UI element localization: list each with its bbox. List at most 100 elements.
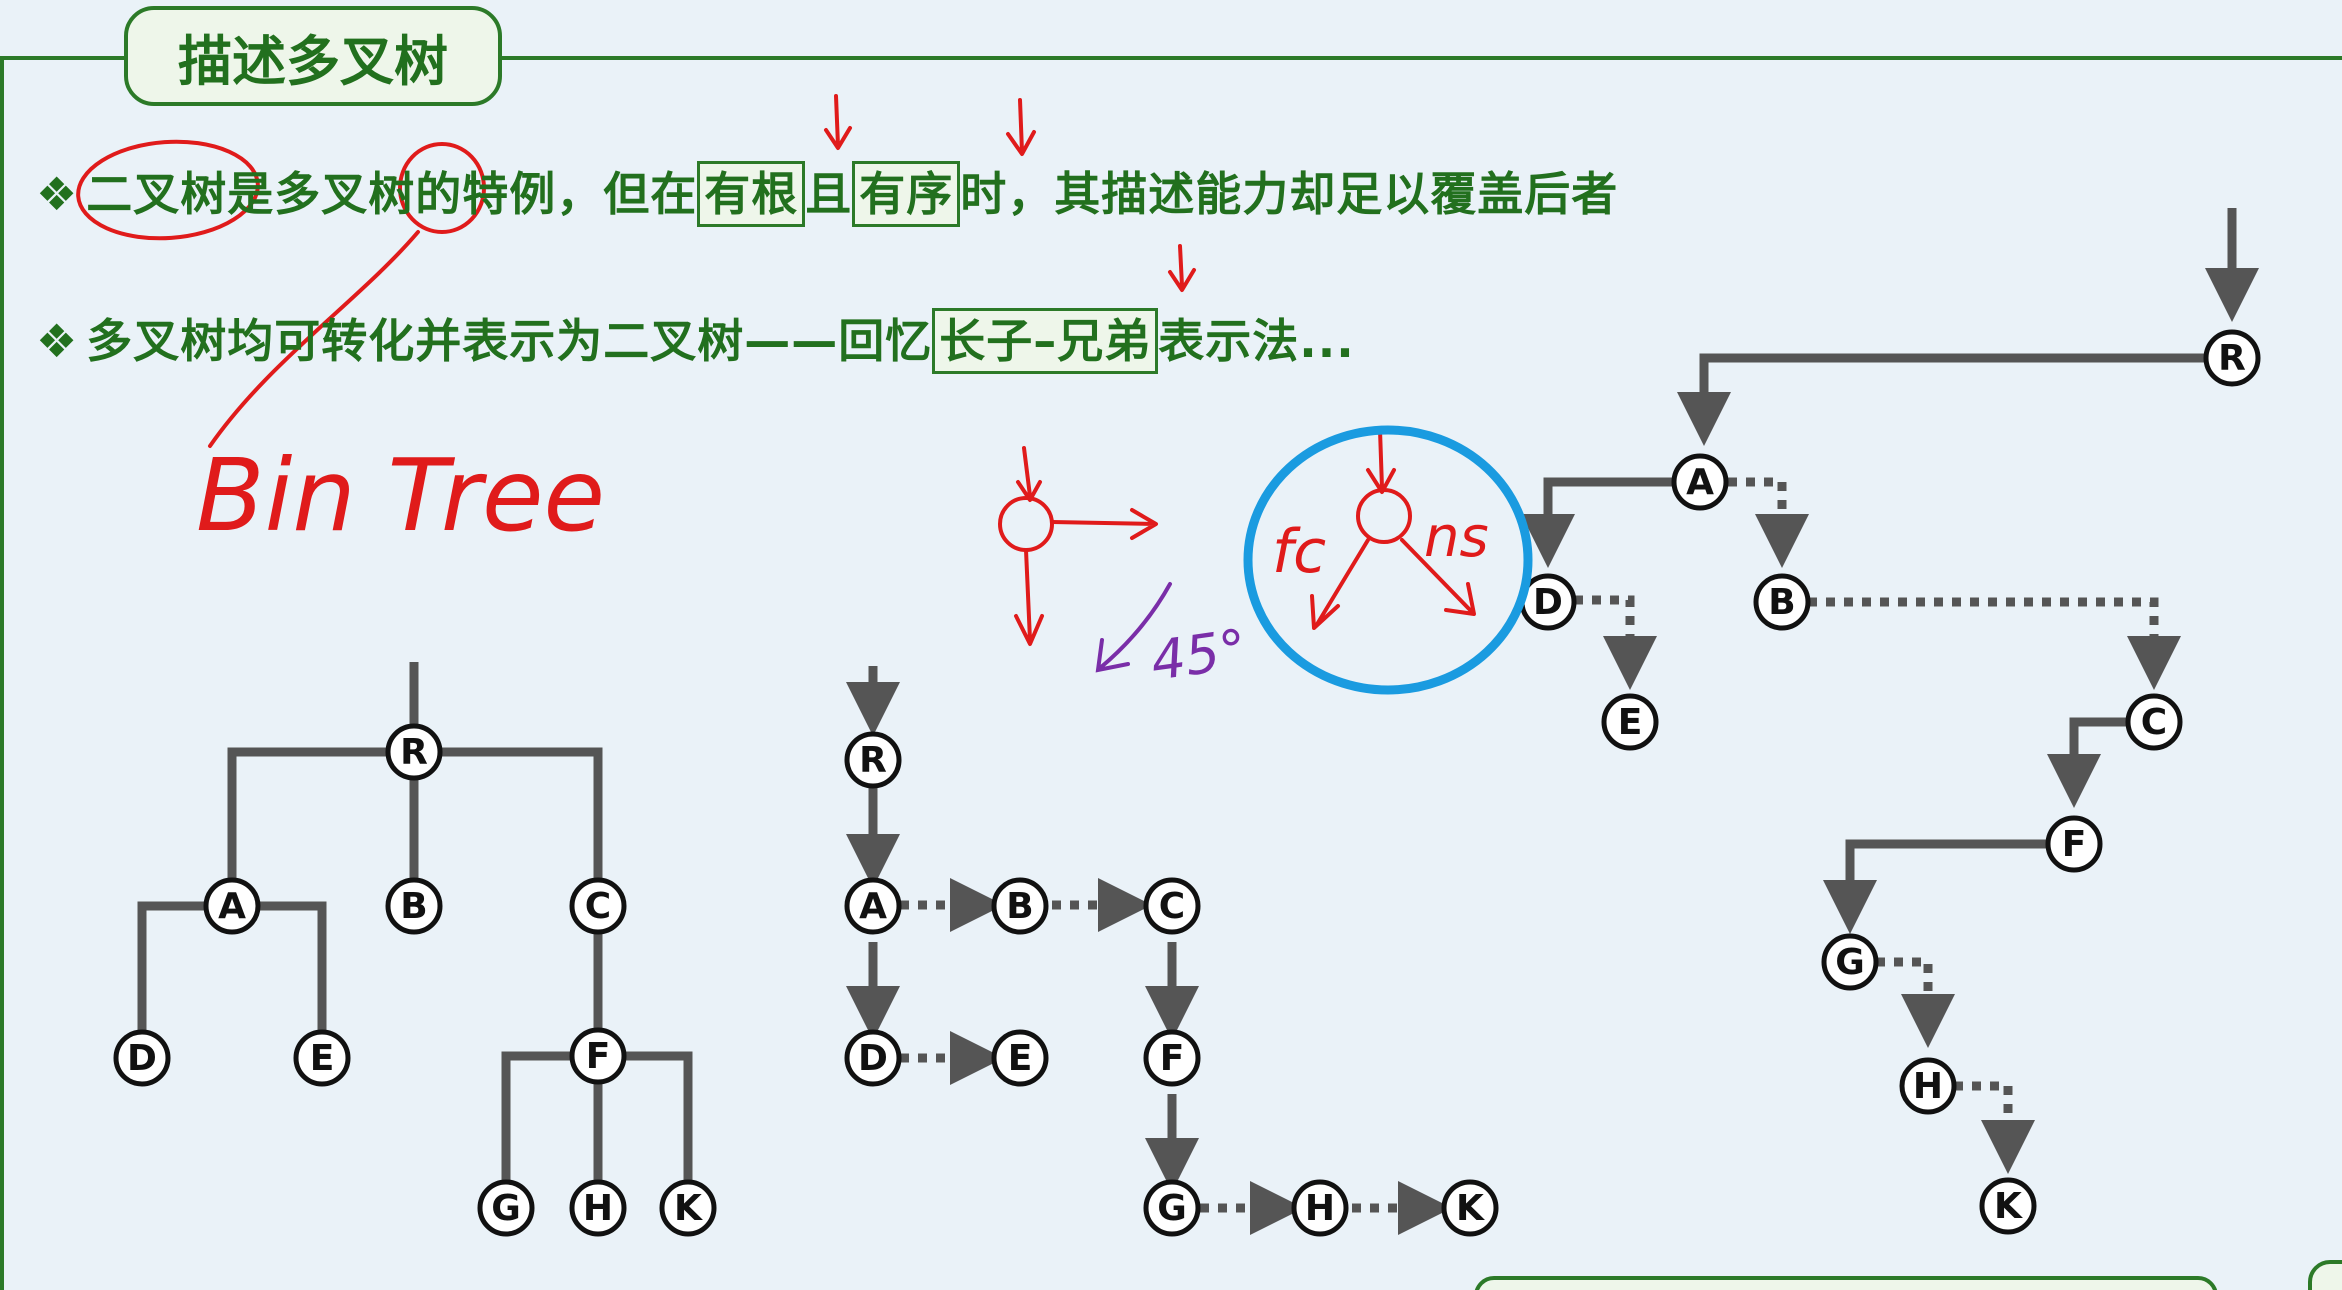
tree3-right-B-C bbox=[1808, 597, 2181, 690]
fcns-node-A bbox=[844, 877, 902, 935]
rot-node-in-arrow bbox=[1366, 428, 1396, 494]
binary-node-A bbox=[1671, 453, 1729, 511]
multiway-node-D bbox=[113, 1029, 171, 1087]
bullet-text: 多叉树均可转化并表示为二叉树——回忆 bbox=[86, 314, 933, 368]
arrow-zhangzi bbox=[1168, 244, 1196, 292]
tree1-edge-A-D bbox=[137, 901, 210, 1036]
tree1-edge-R-A bbox=[227, 747, 396, 886]
fc-arrow bbox=[1310, 538, 1370, 630]
angle-arrow bbox=[1095, 582, 1172, 673]
binary-node-R bbox=[2203, 329, 2261, 387]
tree3-right-A-B bbox=[1728, 477, 1809, 568]
fcns-node-label-H: H bbox=[1305, 1188, 1335, 1229]
binary-node-F bbox=[2045, 815, 2103, 873]
binary-node-label-R: R bbox=[2218, 338, 2246, 379]
bullet-text: 且 bbox=[805, 167, 853, 221]
blue-circle bbox=[1243, 425, 1533, 695]
circle-shu bbox=[398, 142, 486, 234]
multiway-node-E bbox=[293, 1029, 351, 1087]
bullet-2: ❖多叉树均可转化并表示为二叉树——回忆长子–兄弟表示法... bbox=[36, 305, 1355, 374]
fcns-node-label-A: A bbox=[859, 886, 887, 927]
binary-node-label-K: K bbox=[1994, 1186, 2023, 1227]
boxed-term: 有根 bbox=[697, 161, 806, 227]
fcns-node-label-D: D bbox=[858, 1038, 888, 1079]
arrow-youxu bbox=[1006, 98, 1036, 156]
bintree-label: Bin Tree bbox=[196, 437, 605, 554]
bullet-text: 二叉树是多叉树的特例，但在 bbox=[86, 167, 698, 221]
red-annotations bbox=[76, 94, 1476, 646]
circle-erchashu bbox=[76, 139, 260, 241]
multiway-node-A bbox=[203, 877, 261, 935]
node-in-arrow bbox=[1016, 446, 1042, 502]
multiway-node-H bbox=[569, 1179, 627, 1237]
multiway-node-label-F: F bbox=[586, 1036, 611, 1077]
multiway-node-F bbox=[569, 1027, 627, 1085]
fcns-node-E bbox=[991, 1029, 1049, 1087]
binary-node-label-C: C bbox=[2141, 702, 2167, 743]
fcns-node-B bbox=[991, 877, 1049, 935]
fcns-node-H bbox=[1291, 1179, 1349, 1237]
binary-node-label-D: D bbox=[1533, 582, 1563, 623]
binary-node-label-B: B bbox=[1768, 582, 1795, 623]
ns-label: ns bbox=[1424, 505, 1489, 570]
binary-node-C bbox=[2125, 693, 2183, 751]
multiway-node-K bbox=[659, 1179, 717, 1237]
binary-node-label-H: H bbox=[1913, 1066, 1943, 1107]
arrow-youge bbox=[824, 94, 852, 150]
tree3-left-A-D bbox=[1521, 477, 1672, 568]
binary-node-label-E: E bbox=[1618, 702, 1643, 743]
tree3-right-H-K bbox=[1954, 1081, 2035, 1174]
fcns-tree bbox=[846, 666, 1452, 1235]
fcns-node-label-F: F bbox=[1160, 1038, 1185, 1079]
bullet-1: ❖二叉树是多叉树的特例，但在有根且有序时，其描述能力却足以覆盖后者 bbox=[36, 158, 1618, 227]
fcns-node-label-E: E bbox=[1008, 1038, 1033, 1079]
fcns-node-label-C: C bbox=[1159, 886, 1185, 927]
tree1-edge-R-C bbox=[434, 747, 603, 882]
rot-sketch-node bbox=[1356, 488, 1412, 544]
binary-node-H bbox=[1899, 1057, 1957, 1115]
tree1-edge-F-G bbox=[501, 1051, 576, 1186]
binary-node-label-A: A bbox=[1686, 462, 1714, 503]
multiway-node-label-R: R bbox=[400, 732, 428, 773]
corner-tab bbox=[2308, 1260, 2342, 1290]
binary-tree bbox=[1521, 208, 2259, 1174]
binary-node-label-G: G bbox=[1835, 942, 1865, 983]
multiway-node-label-E: E bbox=[310, 1038, 335, 1079]
fc-label: fc bbox=[1272, 517, 1326, 587]
fcns-node-label-K: K bbox=[1456, 1188, 1485, 1229]
binary-node-label-F: F bbox=[2062, 824, 2087, 865]
multiway-node-label-C: C bbox=[585, 886, 611, 927]
multiway-node-C bbox=[569, 877, 627, 935]
child-arrow bbox=[1014, 548, 1044, 646]
fcns-node-label-R: R bbox=[859, 740, 887, 781]
sketch-node bbox=[998, 496, 1054, 552]
sibling-arrow bbox=[1050, 508, 1158, 540]
binary-node-B bbox=[1753, 573, 1811, 631]
binary-node-K bbox=[1979, 1177, 2037, 1235]
tree3-left-C-F bbox=[2047, 717, 2126, 808]
link-line bbox=[208, 230, 420, 448]
multiway-node-label-K: K bbox=[674, 1188, 703, 1229]
tree1-edge-F-K bbox=[620, 1051, 693, 1186]
multiway-node-label-B: B bbox=[400, 886, 427, 927]
ns-arrow bbox=[1400, 538, 1476, 616]
fcns-node-F bbox=[1143, 1029, 1201, 1087]
bullet-text: 表示法... bbox=[1158, 314, 1355, 368]
fcns-node-R bbox=[844, 731, 902, 789]
multiway-node-B bbox=[385, 877, 443, 935]
multiway-node-label-G: G bbox=[491, 1188, 521, 1229]
fcns-node-K bbox=[1441, 1179, 1499, 1237]
multiway-node-G bbox=[477, 1179, 535, 1237]
boxed-term: 有序 bbox=[852, 161, 961, 227]
footer-box bbox=[1474, 1276, 2218, 1290]
slide-title: 描述多叉树 bbox=[124, 6, 502, 106]
bullet-text: 时，其描述能力却足以覆盖后者 bbox=[960, 167, 1619, 221]
boxed-term: 长子–兄弟 bbox=[932, 308, 1159, 374]
multiway-node-label-D: D bbox=[127, 1038, 157, 1079]
fcns-node-label-B: B bbox=[1006, 886, 1033, 927]
bullet-mark: ❖ bbox=[36, 314, 79, 368]
fcns-node-G bbox=[1143, 1179, 1201, 1237]
bullet-mark: ❖ bbox=[36, 167, 79, 221]
